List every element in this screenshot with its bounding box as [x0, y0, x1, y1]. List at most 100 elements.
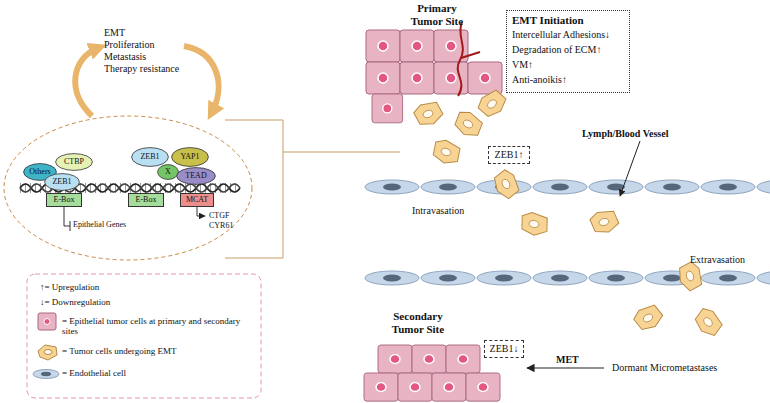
emt-cell: [412, 99, 445, 129]
epithelial-cell: [378, 345, 412, 373]
node-text: TEAD: [185, 171, 206, 181]
promoter-box: E-Box: [46, 193, 82, 207]
gene-label: CTGF: [209, 211, 229, 221]
node-text: ZEB1: [140, 152, 159, 162]
site-label: Primary Tumor Site: [402, 2, 472, 28]
legend-text: ↓= Downregulation: [40, 297, 240, 307]
pointer-arrow: [620, 141, 640, 196]
outcome-label: Proliferation: [104, 39, 155, 50]
legend-frame: [27, 274, 261, 398]
outcome-label: EMT: [104, 27, 125, 38]
swatch-cell: [38, 345, 57, 360]
node-text: Intercellular Adhesions↓: [512, 29, 624, 41]
epithelial-cell: [466, 373, 500, 401]
swatch-nucleus: [44, 319, 50, 325]
emt-cell: [490, 167, 523, 201]
epithelial-cell: [468, 62, 502, 94]
promoter-box: E-Box: [128, 193, 164, 207]
gene-label: CYR61: [209, 221, 233, 231]
epithelial-cell: [372, 94, 403, 123]
blood-vessel: [458, 22, 480, 96]
endothelial-cell: [701, 180, 755, 194]
endothelial-cell: [757, 180, 770, 194]
status-box: ZEB1↑: [488, 146, 530, 164]
step-label: Extravasation: [690, 254, 745, 265]
box-heading: EMT Initiation: [512, 14, 624, 26]
epithelial-cell: [366, 62, 400, 94]
nucleus-oval: [4, 116, 252, 260]
protein-oval: ZEB1: [131, 147, 169, 167]
node-text: ZEB1↓: [490, 343, 519, 355]
endothelial-cell: [645, 180, 699, 194]
epithelial-cell: [434, 62, 468, 94]
node-text: MCAT: [186, 195, 208, 205]
endothelial-cell: [477, 271, 531, 285]
emt-cell: [430, 137, 463, 167]
legend-text: = Endothelial cell: [62, 368, 252, 378]
node-text: X: [165, 167, 171, 177]
endothelial-cell: [421, 271, 475, 285]
activation-arrow: [197, 207, 205, 216]
curved-arrow: [75, 48, 98, 116]
outcome-label: Therapy resistance: [104, 63, 179, 74]
protein-oval: X: [157, 164, 179, 180]
node-text: VM↑: [512, 59, 624, 71]
legend-text: = Tumor cells undergoing EMT: [62, 346, 252, 356]
swatch-cell: [38, 313, 56, 330]
endothelial-cell: [701, 271, 755, 285]
emt-cell: [691, 305, 726, 340]
emt-cell: [475, 87, 510, 121]
endothelial-cell: [589, 180, 643, 194]
protein-oval: TEAD: [176, 167, 216, 185]
info-box: EMT InitiationIntercellular Adhesions↓ De…: [506, 10, 630, 93]
swatch-nucleus: [44, 350, 52, 355]
legend-swatch: [36, 311, 64, 333]
legend-swatch: [32, 363, 60, 385]
node-text: Anti-anoikis↑: [512, 74, 624, 86]
endothelial-cell: [421, 180, 475, 194]
curved-arrow: [184, 46, 219, 112]
node-text: E-Box: [136, 195, 157, 205]
endothelial-cell: [533, 180, 587, 194]
epithelial-cell: [446, 345, 480, 373]
epithelial-cell: [398, 373, 432, 401]
node-text: ZEB1↑: [495, 149, 524, 161]
oval-shape: [172, 148, 209, 167]
endothelial-cell: [365, 180, 419, 194]
emt-cell: [519, 211, 549, 237]
node-text: E-Box: [54, 195, 75, 205]
emt-cell: [631, 301, 665, 334]
node-text: YAP1: [180, 152, 199, 162]
gene-label: Epithelial Genes: [73, 220, 126, 230]
node-text: Others: [29, 167, 50, 177]
node-text: ZEB1: [52, 177, 71, 187]
legend-text: ↑= Upregulation: [40, 282, 240, 292]
vessel-label: Lymph/Blood Vessel: [582, 128, 668, 139]
epithelial-cell: [400, 30, 434, 62]
step-label: MET: [556, 354, 579, 365]
oval-shape: [132, 148, 169, 167]
endothelial-cell: [757, 271, 770, 285]
epithelial-cell: [400, 62, 434, 94]
oval-shape: [158, 165, 179, 180]
protein-oval: CTBP: [55, 153, 93, 171]
emt-cell: [589, 208, 621, 236]
status-box: ZEB1↓: [484, 340, 524, 358]
met-arrow: [527, 367, 604, 368]
repression-line: [64, 207, 70, 231]
step-label: Intravasation: [412, 205, 464, 216]
promoter-box: MCAT: [180, 193, 214, 207]
oval-shape: [56, 154, 93, 171]
legend-swatch: [36, 341, 64, 363]
epithelial-cell: [412, 345, 446, 373]
endothelial-cell: [533, 271, 587, 285]
legend-text: = Epithelial tumor cells at primary and …: [62, 316, 252, 336]
swatch-nucleus: [41, 372, 51, 376]
epithelial-cell: [432, 373, 466, 401]
oval-shape: [177, 168, 216, 185]
step-label: Dormant Micrometastases: [612, 362, 717, 373]
endothelial-cell: [589, 271, 643, 285]
node-text: CTBP: [64, 157, 84, 167]
node-text: Degradation of ECM↑: [512, 44, 624, 56]
